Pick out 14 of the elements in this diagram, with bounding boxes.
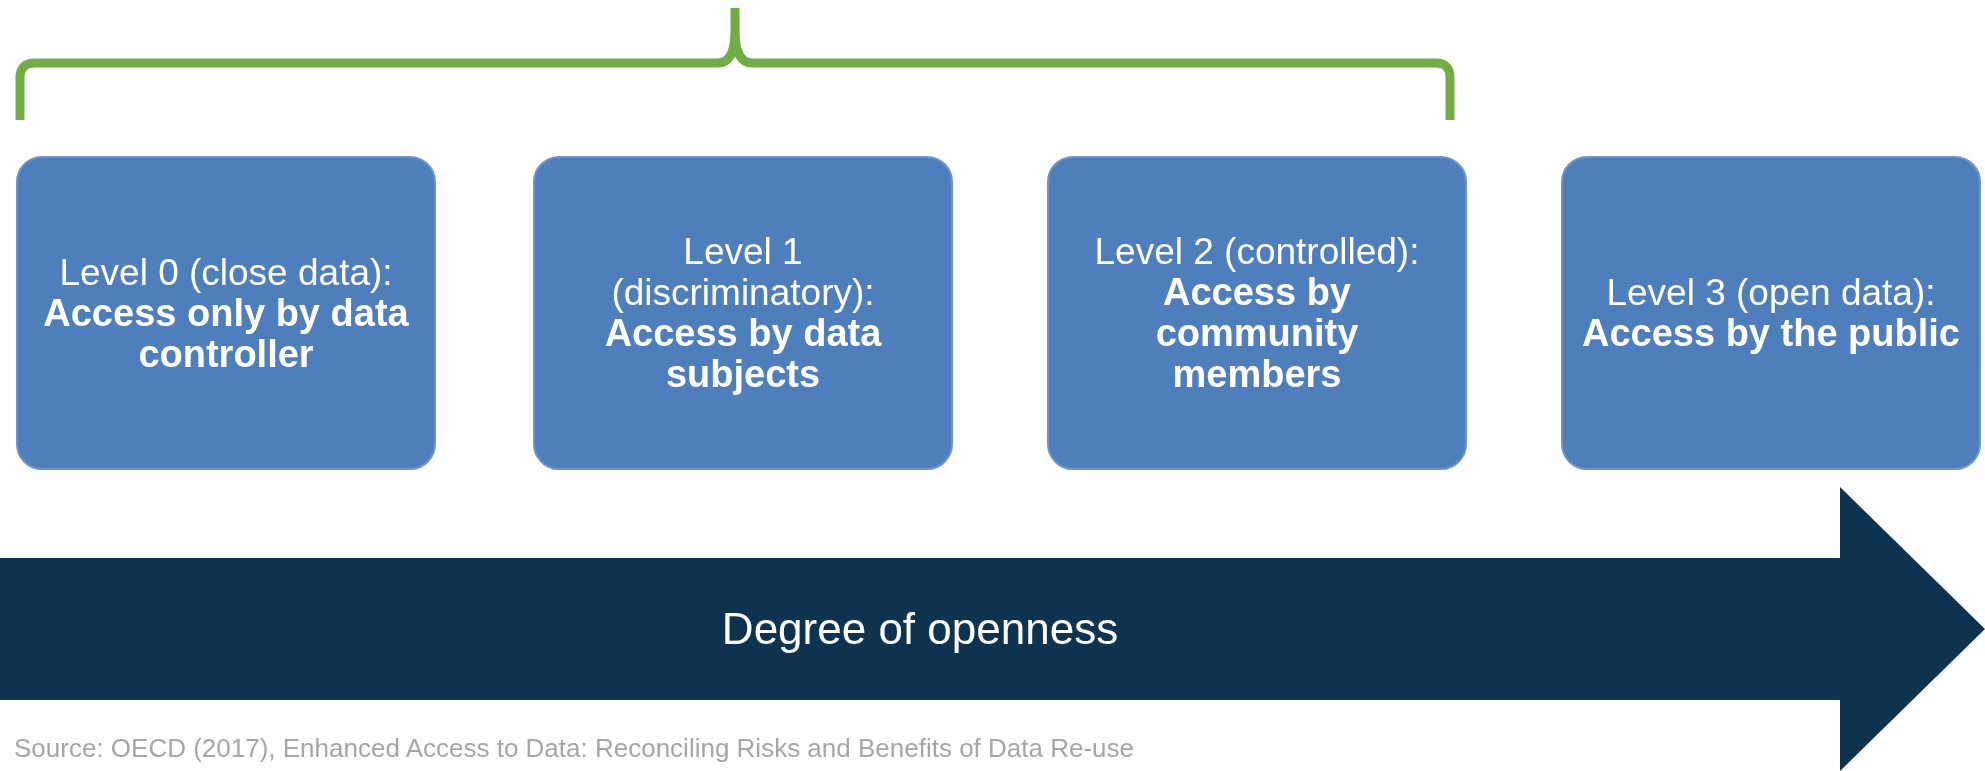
- level-heading: Level 3 (open data):: [1606, 272, 1936, 313]
- level-heading: Level 0 (close data):: [59, 251, 393, 293]
- level-description: Access by data subjects: [603, 313, 883, 395]
- level-box: [16, 156, 436, 470]
- arrow-label: Degree of openness: [720, 603, 1120, 655]
- level-description: Access by the public: [1582, 313, 1960, 354]
- source-note: Source: OECD (2017), Enhanced Access to Data: Reconciling Risks and Benefits of Data Re-use: [14, 733, 1134, 764]
- level-description: Access by community members: [1154, 272, 1359, 395]
- level-description: Access only by data controller: [42, 292, 410, 375]
- level-heading: Level 1 (discriminatory):: [610, 231, 876, 313]
- level-box: [533, 156, 953, 470]
- level-heading: Level 2 (controlled):: [1094, 231, 1420, 272]
- level-box: [1047, 156, 1467, 470]
- level-box: [1561, 156, 1981, 470]
